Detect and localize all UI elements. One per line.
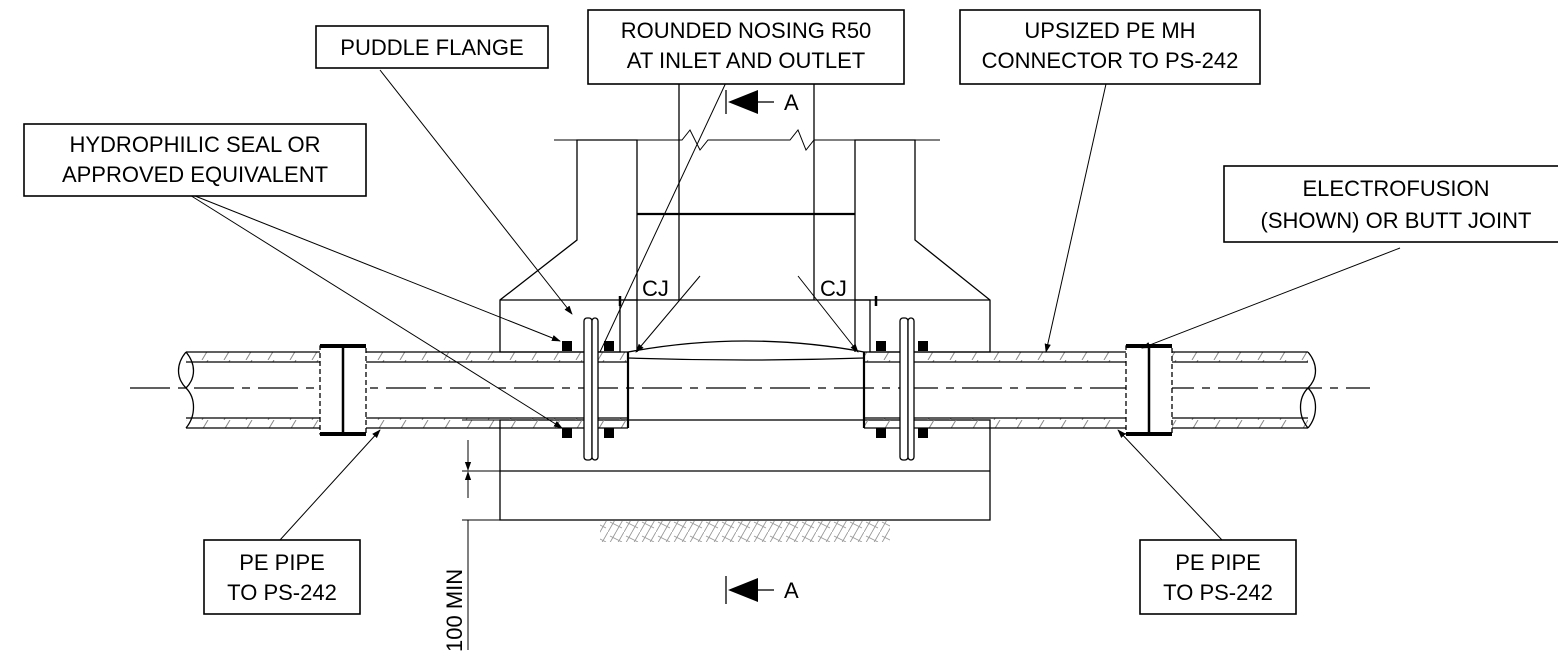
pe-pipe-left	[177, 351, 630, 429]
pe-pipe-right-line-1: PE PIPE	[1175, 550, 1261, 575]
puddle-flange-left	[583, 296, 622, 461]
hydrophilic-seals-right	[876, 341, 928, 438]
label-rounded-nosing: ROUNDED NOSING R50 AT INLET AND OUTLET	[587, 9, 905, 85]
label-hydrophilic-seal: HYDROPHILIC SEAL OR APPROVED EQUIVALENT	[23, 123, 367, 197]
puddle-flange-text: PUDDLE FLANGE	[340, 35, 523, 60]
pe-mh-connector-line-2: CONNECTOR TO PS-242	[982, 48, 1239, 73]
pe-pipe-left-line-1: PE PIPE	[239, 550, 325, 575]
pe-pipe-left-line-2: TO PS-242	[227, 580, 337, 605]
section-marker-top	[725, 90, 774, 114]
hydrophilic-seals-left	[562, 341, 614, 438]
pe-pipe-right-line-2: TO PS-242	[1163, 580, 1273, 605]
electrofusion-line-2: (SHOWN) OR BUTT JOINT	[1261, 208, 1532, 233]
pe-pipe-right	[862, 351, 1317, 429]
leader-lines	[184, 69, 1401, 541]
hydrophilic-seal-line-1: HYDROPHILIC SEAL OR	[69, 132, 320, 157]
puddle-flange-right	[874, 296, 915, 461]
label-pe-pipe-left: PE PIPE TO PS-242	[203, 539, 361, 615]
cj-label-right: CJ	[820, 276, 847, 301]
section-letter-top: A	[784, 90, 799, 115]
pe-mh-connector-line-1: UPSIZED PE MH	[1024, 18, 1195, 43]
label-pe-mh-connector: UPSIZED PE MH CONNECTOR TO PS-242	[959, 9, 1261, 85]
hydrophilic-seal-line-2: APPROVED EQUIVALENT	[62, 162, 328, 187]
section-letter-bottom: A	[784, 578, 799, 603]
label-pe-pipe-right: PE PIPE TO PS-242	[1139, 539, 1297, 615]
dimension-100-min	[462, 419, 500, 650]
manhole-structure	[499, 84, 991, 542]
label-puddle-flange: PUDDLE FLANGE	[315, 25, 549, 69]
label-electrofusion: ELECTROFUSION (SHOWN) OR BUTT JOINT	[1223, 165, 1558, 243]
nosing-line-2: AT INLET AND OUTLET	[627, 48, 865, 73]
cj-label-left: CJ	[642, 276, 669, 301]
nosing-line-1: ROUNDED NOSING R50	[621, 18, 872, 43]
dimension-text: 100 MIN	[442, 569, 467, 652]
section-marker-bottom	[725, 576, 774, 604]
electrofusion-coupler-right	[1125, 344, 1173, 436]
electrofusion-coupler-left	[319, 344, 367, 436]
electrofusion-line-1: ELECTROFUSION	[1302, 176, 1489, 201]
